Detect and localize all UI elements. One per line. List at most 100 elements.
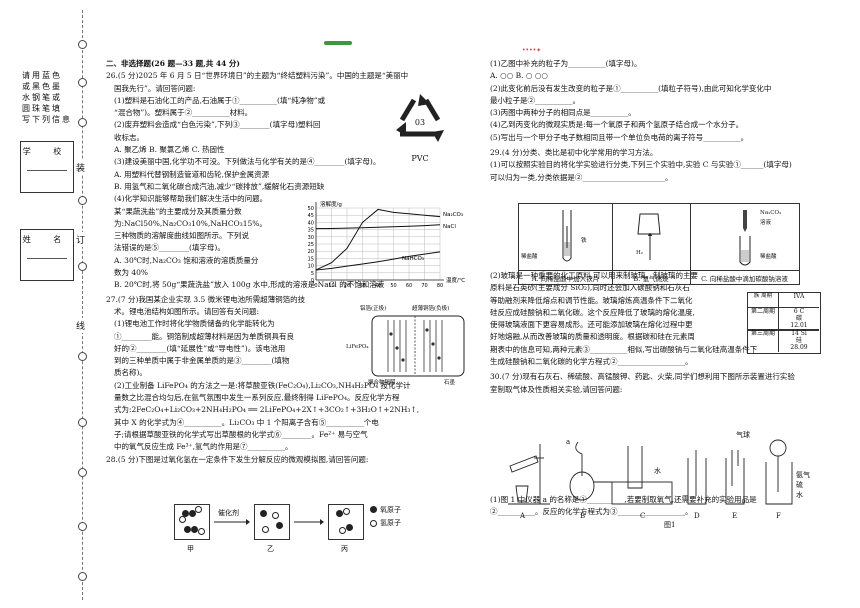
binding-hole: [78, 196, 87, 205]
name-field[interactable]: [27, 258, 67, 259]
exp-caption: C. 向稀盐酸中滴加碳酸钠溶液: [690, 270, 799, 283]
legend-label: 氢原子: [380, 519, 401, 527]
periodic-table-excerpt: 族 周期 IVA 第二周期 6 C 碳 12.01 第三周期 14 Si 硅 2…: [747, 292, 821, 354]
y-tick-label: 0: [311, 278, 314, 284]
text-line: ②__________。反应的化学方程式为③__________________…: [490, 507, 693, 517]
f-label: 硫: [796, 481, 803, 489]
si-num: 14: [791, 330, 799, 337]
right-column: (1)乙图中补充的粒子为__________(填字母)。 A. ○○ B. ○ ○…: [490, 58, 848, 519]
x-axis-label: 温度/℃: [446, 276, 465, 284]
x-tick-label: 0: [314, 283, 317, 289]
text-line: “混合物”)。塑料属于②__________材料。: [114, 108, 253, 118]
text-line: (5)写出与一个甲分子电子数相同且带一个单位负电荷的离子符号__________…: [490, 132, 749, 142]
c-mass: 12.01: [790, 322, 808, 329]
exp-caption: B. 氢气燃烧: [612, 270, 690, 283]
x-tick-label: 30: [359, 283, 365, 289]
panel-jia: [174, 504, 210, 540]
text-line: 子;请根据草酸亚铁的化学式写出草酸根的化学式⑥________。Fe²⁺ 易与空…: [114, 429, 368, 439]
apparatus-figure: A B C D E F 图1 a 水 气球 氨气 硫 水: [500, 431, 840, 529]
text-line: A. ○○ B. ○ ○○: [490, 71, 548, 81]
y-tick-label: 5: [311, 271, 314, 277]
y-tick-label: 20: [308, 249, 314, 255]
text-line: ①________能。铜箔制成超薄材料是因为单质铜具有良: [114, 331, 294, 341]
text-line: (1)可以按照实验目的将化学实验进行分类,下列三个实验中,实验 C 与实验①__…: [490, 160, 792, 170]
y-tick-label: 30: [308, 235, 314, 241]
legend-hydrogen-dot: [370, 520, 377, 527]
text-line: 三种物质的溶解度曲线如图所示。下列说: [114, 231, 249, 241]
y-axis-label: 溶解度/g: [320, 200, 342, 208]
recycle-name: PVC: [411, 154, 429, 163]
text-line: 为:NaCl50%,Na₂CO₃10%,NaHCO₃15%。: [114, 218, 267, 228]
battery-label: LiFePO₄: [346, 344, 369, 350]
water-label: 水: [654, 467, 661, 475]
oxygen-atom: [184, 526, 191, 533]
y-tick-label: 40: [308, 220, 314, 226]
arrow-icon: [294, 519, 324, 525]
text-line: 到的三种单质中属于非金属单质的是③________(填物: [114, 356, 290, 366]
text-line: A. 聚乙烯 B. 聚氯乙烯 C. 热固性: [114, 145, 225, 155]
cut-mark: 订: [76, 232, 86, 247]
exp-label: H₂: [636, 250, 644, 256]
text-line: 可以归为一类,分类依据是②______________________。: [490, 172, 673, 182]
ptab-row: 第三周期: [748, 329, 779, 352]
experiment-table: 铁 稀盐酸 A. 向稀盐酸中加入铁片 H₂ B. 氢气燃烧 Na₂CO₃ 溶液 …: [518, 203, 800, 285]
top-mark: [324, 41, 352, 45]
x-tick-label: 60: [406, 283, 412, 289]
hydrogen-atom: [198, 528, 205, 535]
text-line: (1)锂电池工作时将化学物质储备的化学能转化为: [114, 319, 275, 329]
si-mass: 28.09: [790, 344, 808, 351]
right-block-1: (1)乙图中补充的粒子为__________(填字母)。 A. ○○ B. ○ ○…: [490, 58, 848, 184]
school-box: 学 校: [20, 141, 74, 193]
legend-oxygen-dot: [370, 506, 377, 513]
ptab-cell-c: 6 C 碳 12.01: [778, 307, 819, 331]
hint-row: 写下列信息: [22, 115, 72, 124]
oxygen-atom: [346, 524, 353, 531]
hydrogen-atom: [262, 526, 269, 533]
red-mark: ••••✦: [522, 47, 542, 54]
cut-mark: 装: [76, 160, 86, 175]
apparatus-letter: A: [520, 512, 526, 520]
school-field[interactable]: [27, 170, 67, 171]
text-line: 使得玻璃液面下更容易成形。还可能添加玻璃在熔化过程中更: [490, 320, 693, 330]
text-line: 质名称)。: [114, 368, 147, 378]
battery-diagram: [371, 315, 465, 377]
exp-label: 稀盐酸: [521, 254, 538, 260]
apparatus-diagram: [508, 439, 793, 505]
legend-label: 氧原子: [380, 506, 401, 514]
recycle-triangle-icon: [396, 94, 444, 142]
ptab-cell-si: 14 Si 硅 28.09: [778, 329, 819, 352]
exp-caption: A. 向稀盐酸中加入铁片: [519, 270, 612, 283]
f-label: 水: [796, 491, 803, 499]
text-line: (1)塑料是石油化工的产品,石油属于①__________(填“纯净物”或: [114, 95, 326, 105]
fill-hint: 请用蓝色或黑色墨水钢笔或圆珠笔填写下列信息: [22, 70, 72, 125]
apparatus-letter: E: [732, 512, 738, 520]
text-line: 国我先行”。请回答问题:: [114, 83, 196, 93]
binding-hole: [78, 522, 87, 531]
text-line: 室制取气体及性质相关实验,请回答问题:: [490, 384, 623, 394]
text-line: (1)图 1 中仪器 a 的名称是①__________,若要制取氧气,还需要补…: [490, 494, 757, 504]
battery-label: 聚合物隔膜: [368, 380, 396, 386]
ptab-header: 族 周期: [753, 293, 773, 299]
c-num: 6: [793, 308, 798, 315]
experiment-b: H₂ B. 氢气燃烧: [612, 204, 691, 284]
battery-label: 超薄铜箔(负极): [412, 306, 450, 312]
hydrogen-atom: [343, 508, 350, 515]
hydrogen-atom: [179, 516, 186, 523]
text-line: 原料是石英砂(主要成分 SiO₂),同时还会加入碳酸钠和石灰石: [490, 283, 690, 293]
text-line: 某“果蔬洗盐”的主要成分及其质量分数: [114, 206, 242, 216]
oxygen-atom: [336, 510, 343, 517]
text-line: (2)工业制备 LiFePO₄ 的方法之一是:将草酸亚铁(FeC₂O₄),Li₂…: [114, 380, 411, 390]
oxygen-atom: [191, 526, 198, 533]
name-label: 姓 名: [22, 235, 72, 244]
text-line: 等助融剂来降低熔点和调节性能。玻璃熔炼高温条件下二氧化: [490, 295, 693, 305]
left-column: 二、非选择题(26 题—33 题,共 44 分)26.(5 分)2025 年 6…: [106, 58, 482, 466]
binding-hole: [78, 78, 87, 87]
text-line: (1)乙图中补充的粒子为__________(填字母)。: [490, 59, 642, 68]
x-tick-label: 50: [390, 283, 396, 289]
hydrogen-atom: [272, 512, 279, 519]
battery-label: 石墨: [444, 380, 456, 386]
binding-hole: [78, 262, 87, 271]
text-line: 最小粒子是②__________。: [490, 95, 580, 105]
